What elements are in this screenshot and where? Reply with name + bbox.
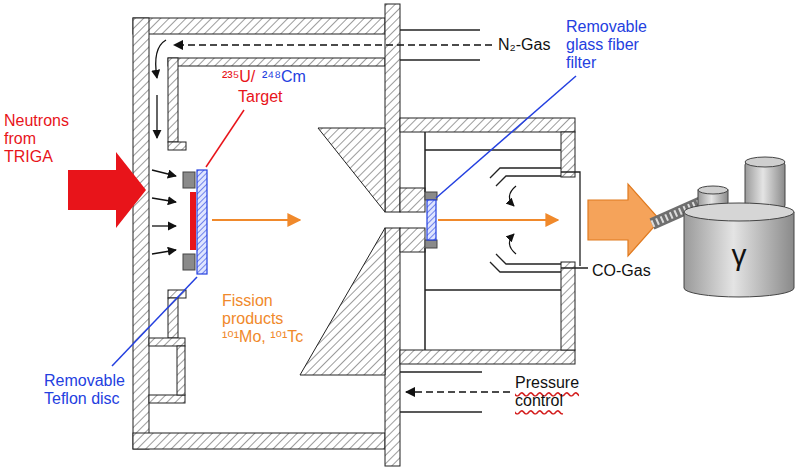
- gas-flow-arrow: [156, 95, 157, 138]
- pressure-arrow: [406, 391, 510, 393]
- node-text: γ: [732, 238, 747, 271]
- chamber-wall: [561, 132, 575, 177]
- product-path: [212, 219, 300, 221]
- chamber-wall: [133, 18, 149, 449]
- pressure-tube: [400, 371, 482, 373]
- gas-inlet: [490, 254, 561, 272]
- gas-flow-arrow: [156, 40, 166, 78]
- base-wall: [149, 338, 185, 346]
- holder-flange: [168, 142, 186, 150]
- channel-wall: [168, 58, 385, 66]
- chamber-wall: [133, 18, 385, 34]
- teflon-disc: [197, 170, 207, 274]
- flange-plate: [385, 228, 400, 466]
- skimmer-cone: [318, 128, 385, 212]
- detector-body: [684, 203, 794, 221]
- beam-label: Neutrons from TRIGA: [4, 112, 78, 166]
- gas-flow-arrow: [509, 186, 516, 206]
- target-clamp: [183, 172, 195, 188]
- detector-neck: [698, 186, 728, 194]
- chamber-wall: [133, 433, 385, 449]
- gas-label: N₂-Gas: [498, 36, 550, 54]
- leader-line: [112, 277, 197, 366]
- gas-label: CO-Gas: [592, 262, 651, 280]
- gas-supply-line: [561, 172, 588, 268]
- chamber-wall: [400, 118, 575, 132]
- channel-wall: [168, 298, 178, 338]
- neutron-beam-arrow: [68, 152, 146, 228]
- base-wall: [149, 395, 185, 403]
- filter-holder: [425, 150, 561, 290]
- gas-flow-arrow: [174, 44, 492, 46]
- skimmer-cone: [300, 228, 385, 375]
- flange-plate: [385, 4, 400, 212]
- leader-line: [436, 76, 576, 198]
- disc-label: Removable Teflon disc: [44, 372, 132, 408]
- chamber-wall: [400, 350, 575, 364]
- gamma-detector: γ: [680, 150, 798, 300]
- filter-clamp: [425, 240, 437, 248]
- gas-tube: [400, 59, 480, 61]
- dewar: [745, 162, 785, 208]
- gas-flow-arrow: [152, 198, 176, 202]
- leader-line: [206, 110, 244, 167]
- isotope-label: ²³⁵U/: [222, 68, 255, 86]
- gas-tube: [400, 29, 480, 31]
- target-clamp: [183, 254, 195, 270]
- gas-flow-arrow: [152, 250, 176, 254]
- glass-fiber-filter: [427, 200, 436, 240]
- detector-outline: [680, 150, 798, 300]
- isotope-label: ²⁴⁸Cm: [262, 68, 306, 86]
- nozzle: [400, 188, 425, 212]
- base-wall: [177, 346, 185, 395]
- chamber-wall: [561, 262, 575, 350]
- gas-flow-arrow: [152, 225, 176, 226]
- pressure-label: Pressure control: [515, 374, 601, 410]
- gas-flow-arrow: [509, 234, 516, 254]
- nozzle: [400, 228, 425, 252]
- filter-clamp: [425, 192, 437, 200]
- transport-arrow: [588, 184, 660, 256]
- dewar: [745, 157, 785, 167]
- product-path: [438, 219, 558, 221]
- target-foil: [190, 192, 196, 250]
- target-label: Target: [238, 88, 282, 106]
- filter-label: Removable glass fiber filter: [566, 18, 654, 72]
- fission-products-label: Fission products ¹⁰¹Mo, ¹⁰¹Tc: [222, 292, 304, 346]
- gas-flow-arrow: [152, 170, 176, 176]
- gas-inlet: [490, 168, 561, 186]
- channel-wall: [168, 58, 178, 142]
- pressure-tube: [400, 411, 482, 413]
- detector-body: [684, 212, 794, 297]
